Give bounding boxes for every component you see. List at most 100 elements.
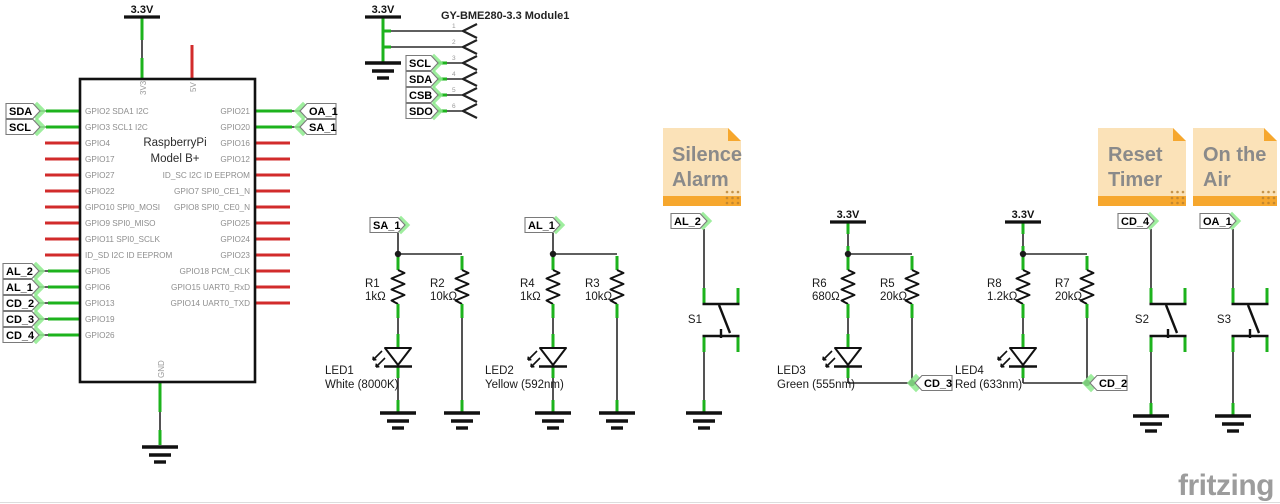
netlabel-sdo-bme[interactable]: SDO xyxy=(405,101,444,121)
power-symbol-3v3-led4[interactable]: 3.3V xyxy=(1003,209,1043,224)
resistor-R7[interactable]: R7 20kΩ xyxy=(1055,254,1095,320)
svg-text:GPIO26: GPIO26 xyxy=(85,331,115,340)
note-resize-handle[interactable] xyxy=(725,190,740,205)
power-label: 3.3V xyxy=(837,209,860,221)
power-label: 3.3V xyxy=(131,4,154,16)
netlabel-sa1-led1[interactable]: SA_1 xyxy=(369,215,411,235)
netlabel-cd4-raspi[interactable]: CD_4 xyxy=(2,325,46,345)
female-header-pins[interactable] xyxy=(461,23,478,119)
resistor-R4[interactable]: R4 1kΩ xyxy=(520,254,561,320)
pushbutton-S3[interactable]: S3 xyxy=(1217,286,1270,354)
svg-text:AL_1: AL_1 xyxy=(6,282,33,294)
svg-text:CD_2: CD_2 xyxy=(6,298,34,310)
resistor-value: 20kΩ xyxy=(1055,291,1083,303)
note-text-line2: Timer xyxy=(1108,169,1162,191)
note-fold xyxy=(728,128,741,141)
resistor-R3[interactable]: R3 10kΩ xyxy=(585,254,625,320)
netlabel-oa1-raspi[interactable]: OA_1 xyxy=(293,101,338,121)
note-bar xyxy=(663,196,741,206)
power-label: 3.3V xyxy=(1012,209,1035,221)
svg-text:GPIO20: GPIO20 xyxy=(220,123,250,132)
svg-text:GPIO7 SPI0_CE1_N: GPIO7 SPI0_CE1_N xyxy=(174,187,250,196)
led-LED1[interactable]: LED1 White (8000K) xyxy=(325,332,414,391)
netlabel-cd4-s2[interactable]: CD_4 xyxy=(1117,211,1160,231)
svg-text:GPIO19: GPIO19 xyxy=(85,315,115,324)
bme280-module[interactable]: GY-BME280-3.3 Module1 1 2 3 4 5 6 xyxy=(441,10,569,119)
svg-text:5: 5 xyxy=(452,87,456,94)
note-on-the-air[interactable]: On the Air xyxy=(1193,128,1277,206)
power-symbol-3v3-led3[interactable]: 3.3V xyxy=(828,209,868,224)
svg-text:OA_1: OA_1 xyxy=(1203,216,1232,228)
pushbutton-S1[interactable]: S1 xyxy=(688,286,741,354)
note-fold xyxy=(1173,128,1186,141)
netlabel-scl-bme[interactable]: SCL xyxy=(405,53,444,73)
svg-text:SDA: SDA xyxy=(409,74,432,86)
note-resize-handle[interactable] xyxy=(1170,190,1185,205)
switch-ref: S3 xyxy=(1217,314,1231,326)
netlabel-al1-led2[interactable]: AL_1 xyxy=(524,215,566,235)
svg-text:ID_SD I2C ID EEPROM: ID_SD I2C ID EEPROM xyxy=(85,251,173,260)
resistor-value: 10kΩ xyxy=(585,291,613,303)
note-reset-timer[interactable]: Reset Timer xyxy=(1098,128,1186,206)
svg-text:GPIO5: GPIO5 xyxy=(85,267,110,276)
svg-text:OA_1: OA_1 xyxy=(309,106,338,118)
netlabel-cd2-raspi[interactable]: CD_2 xyxy=(2,293,46,313)
resistor-R1[interactable]: R1 1kΩ xyxy=(365,254,406,320)
netlabel-al2-raspi[interactable]: AL_2 xyxy=(2,261,46,281)
note-bar xyxy=(1193,196,1277,206)
svg-text:AL_2: AL_2 xyxy=(6,266,33,278)
netlabel-scl[interactable]: SCL xyxy=(5,117,47,137)
unconnected-pins-red[interactable] xyxy=(45,45,290,305)
netlabel-oa1-s3[interactable]: OA_1 xyxy=(1199,211,1242,231)
raspi-subtitle: Model B+ xyxy=(151,153,200,165)
svg-text:GPIO3 SCL1 I2C: GPIO3 SCL1 I2C xyxy=(85,123,148,132)
resistor-ref: R1 xyxy=(365,278,380,290)
netlabel-csb-bme[interactable]: CSB xyxy=(405,85,444,105)
netlabel-al2-s1[interactable]: AL_2 xyxy=(670,211,713,231)
raspi-left-pin-labels: GPIO2 SDA1 I2C GPIO3 SCL1 I2C GPIO4 GPIO… xyxy=(85,107,173,340)
resistor-ref: R8 xyxy=(987,278,1002,290)
note-bar xyxy=(1098,196,1186,206)
svg-text:SCL: SCL xyxy=(409,58,431,70)
netlabel-sda[interactable]: SDA xyxy=(5,101,47,121)
led-LED4[interactable]: LED4 Red (633nm) xyxy=(955,332,1039,391)
resistor-ref: R7 xyxy=(1055,278,1070,290)
resistor-R8[interactable]: R8 1.2kΩ xyxy=(987,254,1031,320)
resistor-ref: R6 xyxy=(812,278,827,290)
note-silence-alarm[interactable]: Silence Alarm xyxy=(663,128,742,206)
led-desc: White (8000K) xyxy=(325,379,399,391)
raspi-pin-3v3-label: 3V3 xyxy=(139,80,148,95)
resistor-R6[interactable]: R6 680Ω xyxy=(812,254,856,320)
raspi-pin-5v-label: 5V xyxy=(189,82,198,92)
svg-text:GPIO18 PCM_CLK: GPIO18 PCM_CLK xyxy=(179,267,250,276)
svg-text:3: 3 xyxy=(452,55,456,62)
svg-text:CD_2: CD_2 xyxy=(1099,378,1127,390)
led-LED3[interactable]: LED3 Green (555nm) xyxy=(777,332,864,391)
led-LED2[interactable]: LED2 Yellow (592nm) xyxy=(485,332,569,391)
svg-text:GPIO9 SPI0_MISO: GPIO9 SPI0_MISO xyxy=(85,219,156,228)
svg-text:SA_1: SA_1 xyxy=(309,122,337,134)
pushbutton-S2[interactable]: S2 xyxy=(1135,286,1188,354)
svg-text:GPIO25: GPIO25 xyxy=(220,219,250,228)
power-symbol-3v3-raspi[interactable]: 3.3V xyxy=(122,4,162,19)
raspberry-pi-part[interactable]: RaspberryPi Model B+ 3V3 5V GND GPIO2 SD… xyxy=(78,77,257,384)
netlabel-cd2-led4[interactable]: CD_2 xyxy=(1081,373,1128,393)
netlabel-al1-raspi[interactable]: AL_1 xyxy=(2,277,46,297)
resistor-R2[interactable]: R2 10kΩ xyxy=(430,254,470,320)
note-resize-handle[interactable] xyxy=(1261,190,1276,205)
svg-text:GPIO11 SPI0_SCLK: GPIO11 SPI0_SCLK xyxy=(85,235,160,244)
power-symbol-3v3-bme[interactable]: 3.3V xyxy=(363,4,403,19)
fritzing-watermark: fritzing xyxy=(1178,469,1274,502)
svg-text:CD_3: CD_3 xyxy=(6,314,34,326)
resistor-ref: R5 xyxy=(880,278,895,290)
netlabel-sa1-raspi[interactable]: SA_1 xyxy=(293,117,337,137)
resistor-value: 10kΩ xyxy=(430,291,458,303)
led-desc: Green (555nm) xyxy=(777,379,855,391)
led-ref: LED1 xyxy=(325,365,354,377)
resistor-R5[interactable]: R5 20kΩ xyxy=(880,254,920,320)
netlabel-sda-bme[interactable]: SDA xyxy=(405,69,444,89)
netlabel-cd3-led3[interactable]: CD_3 xyxy=(906,373,953,393)
svg-text:GPIO16: GPIO16 xyxy=(220,139,250,148)
raspi-body[interactable] xyxy=(78,77,257,384)
netlabel-cd3-raspi[interactable]: CD_3 xyxy=(2,309,46,329)
